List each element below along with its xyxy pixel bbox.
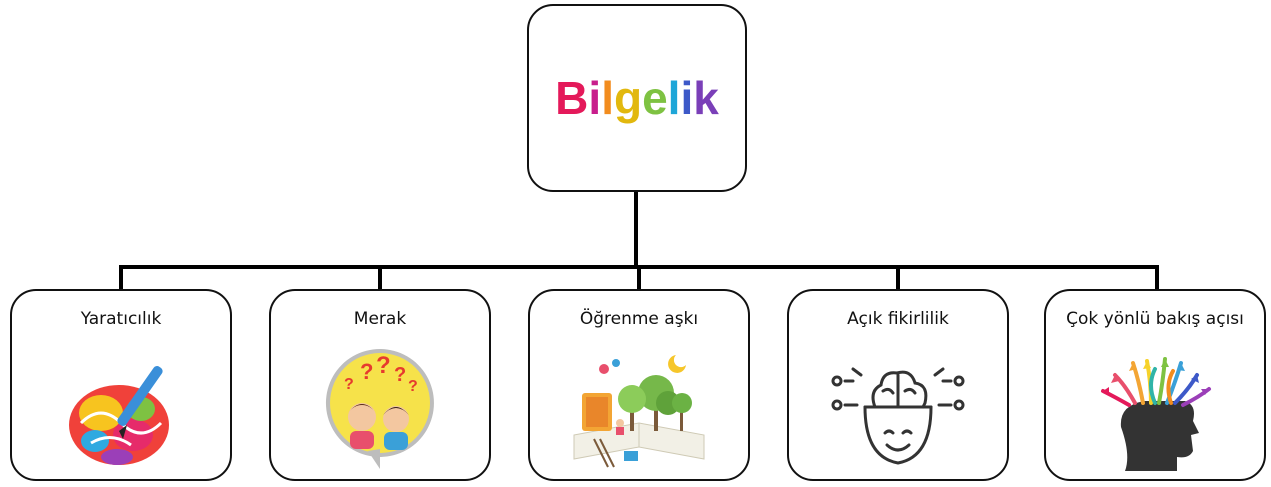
curious-children-question-marks-icon: ? ? ? ? ? — [320, 345, 440, 473]
child-label: Öğrenme aşkı — [579, 309, 699, 329]
root-title-letter: e — [642, 72, 668, 124]
root-title: B i l g e l i k — [555, 71, 719, 125]
child-label: Merak — [353, 309, 407, 329]
root-title-letter: k — [693, 72, 719, 124]
colorful-brain-paintbrush-icon — [61, 353, 181, 473]
svg-text:?: ? — [360, 359, 373, 384]
svg-text:?: ? — [344, 376, 354, 393]
root-node: B i l g e l i k — [527, 4, 747, 192]
child-label: Yaratıcılık — [80, 309, 162, 329]
root-title-letter: i — [588, 72, 602, 124]
child-node-acik-fikirlilik: Açık fikirlilik — [787, 289, 1009, 481]
child-label: Açık fikirlilik — [847, 309, 949, 329]
open-head-brain-icon — [823, 345, 973, 473]
root-title-letter: l — [601, 72, 614, 124]
child-node-ogrenme-aski: Öğrenme aşkı — [528, 289, 750, 481]
connector-drop-3 — [637, 265, 641, 290]
child-label: Çok yönlü bakış açısı — [1066, 309, 1244, 329]
child-node-merak: Merak ? ? ? ? ? — [269, 289, 491, 481]
root-title-letter: i — [680, 72, 694, 124]
svg-text:?: ? — [408, 378, 418, 395]
connector-drop-1 — [119, 265, 123, 290]
open-book-trees-reading-icon — [564, 343, 714, 473]
head-silhouette-colorful-arrows-icon — [1085, 355, 1225, 473]
connector-drop-2 — [378, 265, 382, 290]
root-title-letter: g — [613, 72, 643, 124]
child-node-yaraticilik: Yaratıcılık — [10, 289, 232, 481]
root-title-letter: l — [667, 72, 681, 124]
connector-drop-5 — [1155, 265, 1159, 290]
child-node-cok-yonlu-bakis-acisi: Çok yönlü bakış açısı — [1044, 289, 1266, 481]
connector-drop-4 — [896, 265, 900, 290]
connector-vertical-root — [634, 192, 638, 268]
svg-text:?: ? — [394, 364, 406, 386]
svg-text:?: ? — [376, 352, 391, 379]
root-title-letter: B — [555, 72, 589, 124]
